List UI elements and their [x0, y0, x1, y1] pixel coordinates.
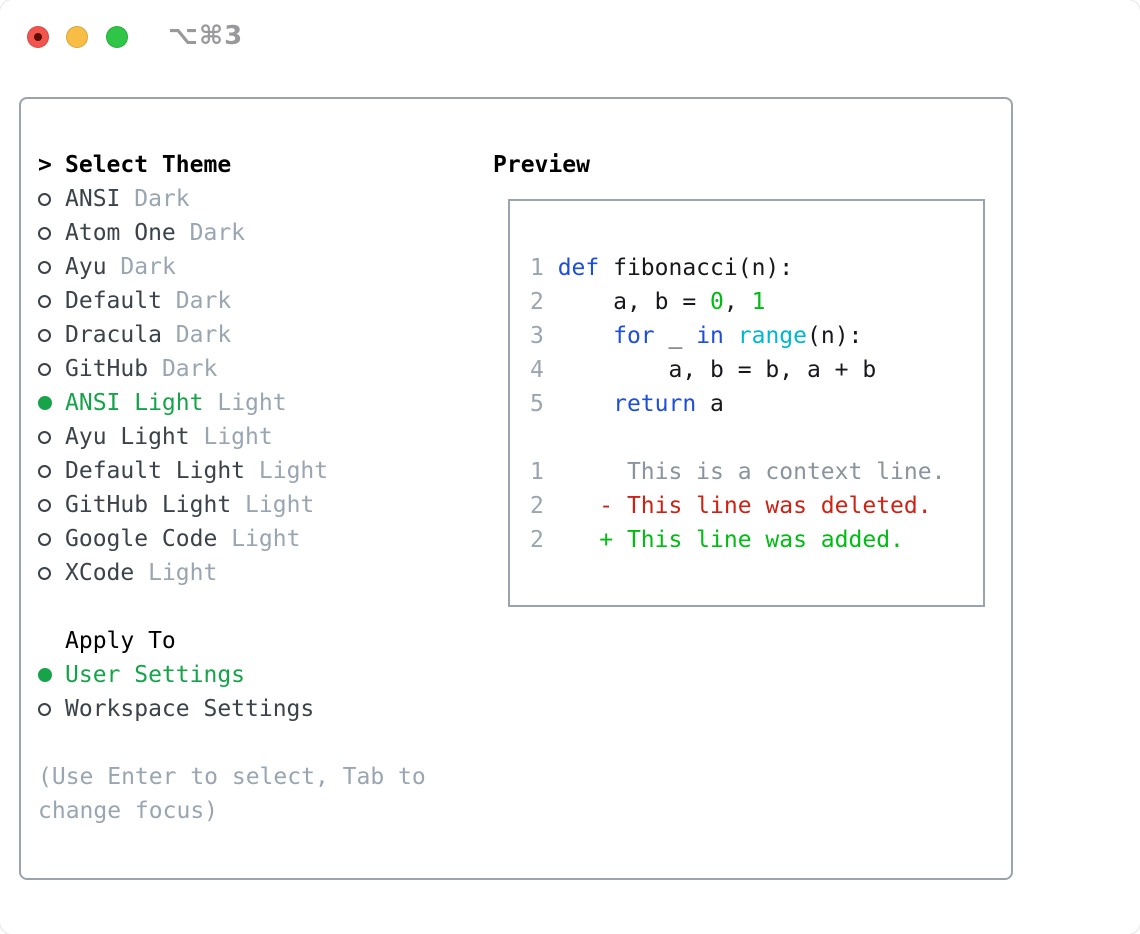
theme-badge: Dark: [189, 220, 246, 246]
radio-icon: [38, 430, 51, 444]
apply-to-title: Apply To: [65, 628, 176, 654]
apply-to-section: Apply To User Settings Workspace Setting…: [38, 624, 314, 726]
radio-icon: [38, 260, 51, 274]
line-number: 1: [530, 255, 544, 281]
line-number: 4: [530, 357, 544, 383]
theme-list-title: Select Theme: [65, 152, 232, 178]
theme-list-header: > Select Theme: [38, 148, 328, 182]
theme-option-ayu-light[interactable]: Ayu Light Light: [38, 420, 328, 454]
theme-option-ayu-dark[interactable]: Ayu Dark: [38, 250, 328, 284]
radio-icon: [38, 702, 51, 716]
theme-badge: Light: [245, 492, 315, 518]
code-line: 4 a, b = b, a + b: [530, 357, 877, 383]
window-title: ⌥⌘3: [168, 21, 244, 51]
radio-icon: [38, 566, 51, 580]
radio-icon: [38, 362, 51, 376]
theme-option-github-light[interactable]: GitHub Light Light: [38, 488, 328, 522]
radio-icon: [38, 192, 51, 206]
theme-option-dracula-dark[interactable]: Dracula Dark: [38, 318, 328, 352]
apply-option-workspace-settings[interactable]: Workspace Settings: [38, 692, 314, 726]
theme-badge: Dark: [120, 254, 176, 280]
theme-badge: Dark: [175, 288, 232, 314]
line-number: 2: [530, 289, 544, 315]
theme-option-github-dark[interactable]: GitHub Dark: [38, 352, 328, 386]
help-text: (Use Enter to select, Tab to change focu…: [38, 760, 426, 828]
help-line-2: change focus): [38, 798, 219, 824]
blank-line: [530, 421, 983, 455]
theme-badge: Light: [258, 458, 329, 484]
zoom-button[interactable]: [106, 26, 128, 48]
line-number: 5: [530, 391, 544, 417]
line-number: 2: [530, 527, 544, 553]
line-number: 2: [530, 493, 544, 519]
theme-badge: Dark: [134, 186, 190, 212]
radio-icon: [38, 328, 51, 342]
theme-badge: Light: [148, 560, 218, 586]
apply-to-header: Apply To: [38, 624, 314, 658]
diff-added-line: 2 + This line was added.: [530, 527, 904, 553]
theme-badge: Dark: [175, 322, 232, 348]
theme-option-atom-one-dark[interactable]: Atom One Dark: [38, 216, 328, 250]
help-line-1: (Use Enter to select, Tab to: [38, 764, 426, 790]
code-line: 5 return a: [530, 391, 724, 417]
diff-deleted-line: 2 - This line was deleted.: [530, 493, 932, 519]
line-number: 3: [530, 323, 544, 349]
apply-option-user-settings[interactable]: User Settings: [38, 658, 314, 692]
radio-selected-icon: [38, 396, 52, 410]
code-line: 2 a, b = 0, 1: [530, 289, 766, 315]
close-dot-icon: [34, 33, 42, 41]
theme-badge: Light: [203, 424, 273, 450]
theme-option-ansi-light[interactable]: ANSI Light Light: [38, 386, 328, 420]
preview-title-row: Preview: [493, 148, 590, 182]
theme-picker-panel: > Select Theme ANSI Dark Atom One Dark A…: [19, 97, 1013, 880]
close-button[interactable]: [27, 26, 49, 48]
radio-icon: [38, 226, 51, 240]
radio-icon: [38, 464, 51, 478]
code-line: 3 for _ in range(n):: [530, 323, 863, 349]
theme-badge: Dark: [161, 356, 218, 382]
minimize-button[interactable]: [66, 26, 88, 48]
diff-context-line: 1 This is a context line.: [530, 459, 946, 485]
radio-icon: [38, 532, 51, 546]
radio-icon: [38, 498, 51, 512]
theme-badge: Light: [217, 390, 287, 416]
theme-list: > Select Theme ANSI Dark Atom One Dark A…: [38, 148, 328, 590]
line-number: 1: [530, 459, 544, 485]
theme-option-google-code-light[interactable]: Google Code Light: [38, 522, 328, 556]
prompt-icon: >: [38, 152, 52, 178]
theme-option-default-light[interactable]: Default Light Light: [38, 454, 328, 488]
titlebar: ⌥⌘3: [0, 0, 1140, 74]
theme-badge: Light: [231, 526, 301, 552]
theme-option-xcode-light[interactable]: XCode Light: [38, 556, 328, 590]
radio-icon: [38, 294, 51, 308]
theme-option-default-dark[interactable]: Default Dark: [38, 284, 328, 318]
theme-option-ansi-dark[interactable]: ANSI Dark: [38, 182, 328, 216]
preview-title: Preview: [493, 152, 590, 178]
radio-selected-icon: [38, 668, 52, 682]
